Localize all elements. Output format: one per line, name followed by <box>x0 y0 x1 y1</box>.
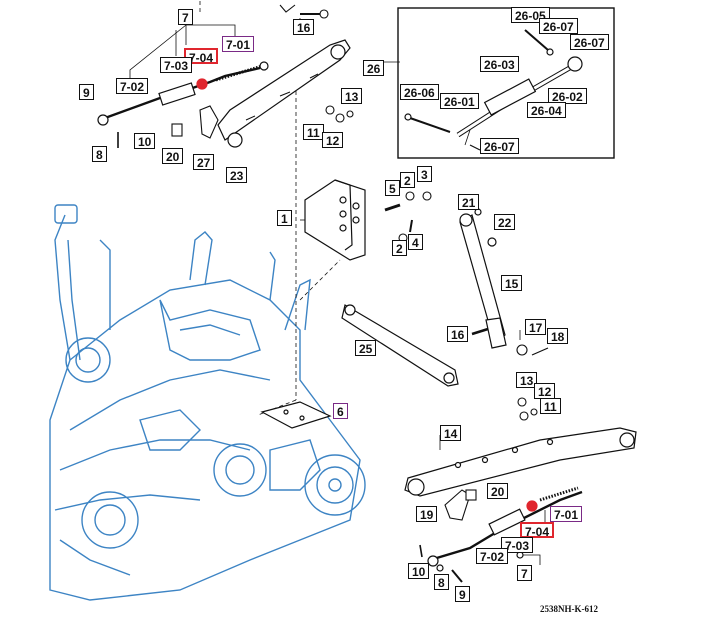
callout-16-top: 16 <box>293 19 315 35</box>
callout-7-02-bottom: 7-02 <box>476 548 509 564</box>
callout-26-07-c: 26-07 <box>480 138 519 154</box>
callout-8-bottom: 8 <box>434 574 449 590</box>
box-26-frame <box>397 7 615 159</box>
callout-26-07-b: 26-07 <box>570 34 609 50</box>
lower-top-link <box>419 486 583 583</box>
callout-5: 5 <box>385 180 400 196</box>
lift-rod-15 <box>459 208 507 349</box>
callout-4: 4 <box>408 234 423 250</box>
callout-25: 25 <box>355 340 377 356</box>
callout-12-bottom: 12 <box>534 383 556 399</box>
callout-1: 1 <box>277 210 292 226</box>
callout-14: 14 <box>440 425 462 441</box>
callout-26-07-a: 26-07 <box>539 18 578 34</box>
callout-17: 17 <box>525 319 547 335</box>
callout-21: 21 <box>458 194 480 210</box>
callout-9-top: 9 <box>79 84 94 100</box>
callout-26-03: 26-03 <box>480 56 519 72</box>
upper-hardware <box>117 4 354 148</box>
callout-7-03-bottom: 7-03 <box>501 537 534 553</box>
callout-15: 15 <box>501 275 523 291</box>
callout-18: 18 <box>547 328 569 344</box>
callout-7: 7 <box>178 9 193 25</box>
callout-13-bottom: 13 <box>516 372 538 388</box>
callout-11-bottom: 11 <box>540 398 561 414</box>
upper-top-link <box>97 61 269 126</box>
assembly-26-parts <box>404 29 583 151</box>
tractor-transmission-outline <box>49 204 366 601</box>
callout-7-03-top: 7-03 <box>160 57 193 73</box>
stabilizer-25 <box>341 304 459 387</box>
callout-6: 6 <box>333 403 348 419</box>
leader-lines <box>199 0 341 416</box>
callout-20-bottom: 20 <box>487 483 509 499</box>
callout-26: 26 <box>363 60 385 76</box>
callout-7-01-bottom: 7-01 <box>550 506 583 522</box>
callout-22: 22 <box>494 214 516 230</box>
callout-7-01-top: 7-01 <box>222 36 255 52</box>
callout-9-bottom: 9 <box>455 586 470 602</box>
callout-2-top: 2 <box>400 172 415 188</box>
callout-8-top: 8 <box>92 146 107 162</box>
lift-arm-23 <box>217 39 351 148</box>
callout-26-04: 26-04 <box>527 102 566 118</box>
callout-23: 23 <box>226 167 248 183</box>
drawing-code: 2538NH-K-612 <box>540 604 598 614</box>
callout-19: 19 <box>416 506 438 522</box>
washers-lower <box>517 397 538 421</box>
lower-bracket-19 <box>444 489 477 521</box>
callout-10-top: 10 <box>134 133 156 149</box>
callout-26-02: 26-02 <box>548 88 587 104</box>
callout-26-06: 26-06 <box>400 84 439 100</box>
plate-6 <box>260 401 332 429</box>
callout-27: 27 <box>193 154 215 170</box>
callout-3: 3 <box>417 166 432 182</box>
lower-link-14 <box>404 427 637 497</box>
bracket-1 <box>304 179 366 261</box>
callout-26-01: 26-01 <box>440 93 479 109</box>
callout-20-top: 20 <box>162 148 184 164</box>
callout-12-top: 12 <box>322 132 344 148</box>
callout-7-04-top: 7-04 <box>184 48 219 65</box>
callout-16-bottom: 16 <box>447 326 469 342</box>
callout-7-bottom: 7 <box>517 565 532 581</box>
lower-rod-hardware <box>471 327 549 356</box>
callout-10-bottom: 10 <box>408 563 430 579</box>
callout-7-04-bottom: 7-04 <box>520 522 555 539</box>
callout-2-bottom: 2 <box>392 240 407 256</box>
bracket-hardware <box>384 191 432 243</box>
callout-11-top: 11 <box>303 124 324 140</box>
callout-7-02-top: 7-02 <box>116 78 149 94</box>
callout-13-top: 13 <box>341 88 363 104</box>
